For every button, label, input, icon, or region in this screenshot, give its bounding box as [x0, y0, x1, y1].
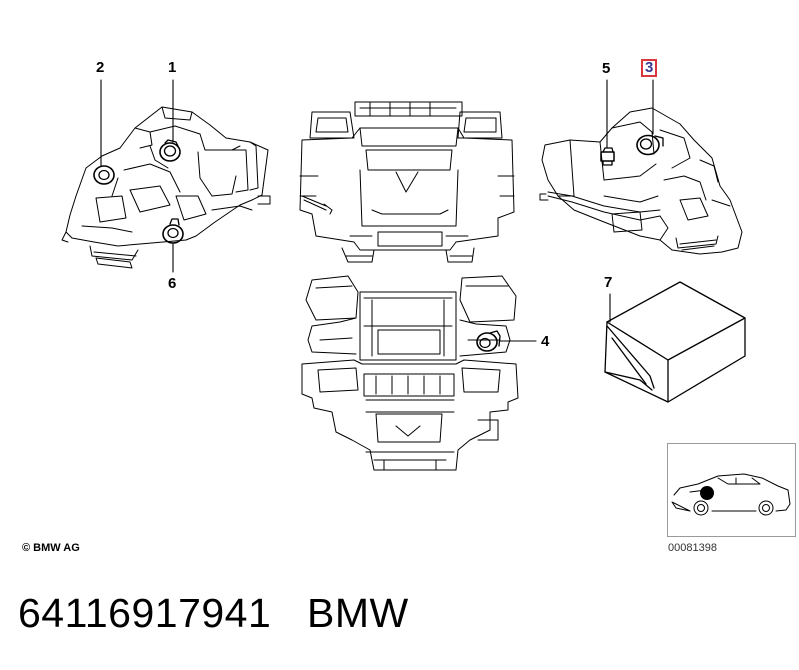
brand-name: BMW	[306, 590, 409, 636]
copyright-text: © BMW AG	[22, 542, 80, 554]
location-marker	[700, 486, 714, 500]
callout-1: 1	[168, 59, 177, 76]
callout-2: 2	[96, 59, 105, 76]
foam-block-part-7	[604, 281, 746, 403]
heater-box-bottom-view	[301, 275, 519, 471]
heater-box-left-view	[61, 106, 271, 269]
parts-diagram	[61, 79, 791, 516]
callout-5: 5	[602, 60, 611, 77]
car-locator-inset	[667, 443, 796, 537]
diagram-id: 00081398	[668, 542, 717, 554]
car-locator-icon	[671, 473, 791, 516]
part-caption: 64116917941 BMW	[18, 588, 409, 638]
callout-7: 7	[604, 274, 613, 291]
part-number: 64116917941	[18, 590, 272, 636]
callout-4: 4	[541, 333, 550, 350]
grommet-part-2	[93, 165, 115, 185]
callout-3-highlighted[interactable]: 3	[641, 59, 658, 77]
grommet-part-1	[159, 139, 181, 162]
clip-part-5	[600, 147, 615, 166]
grommet-part-4	[476, 330, 501, 352]
grommet-part-6	[162, 218, 184, 244]
callout-6: 6	[168, 275, 177, 292]
grommet-part-3	[636, 134, 664, 156]
heater-box-right-view	[539, 107, 743, 255]
heater-box-top-view	[299, 101, 515, 263]
